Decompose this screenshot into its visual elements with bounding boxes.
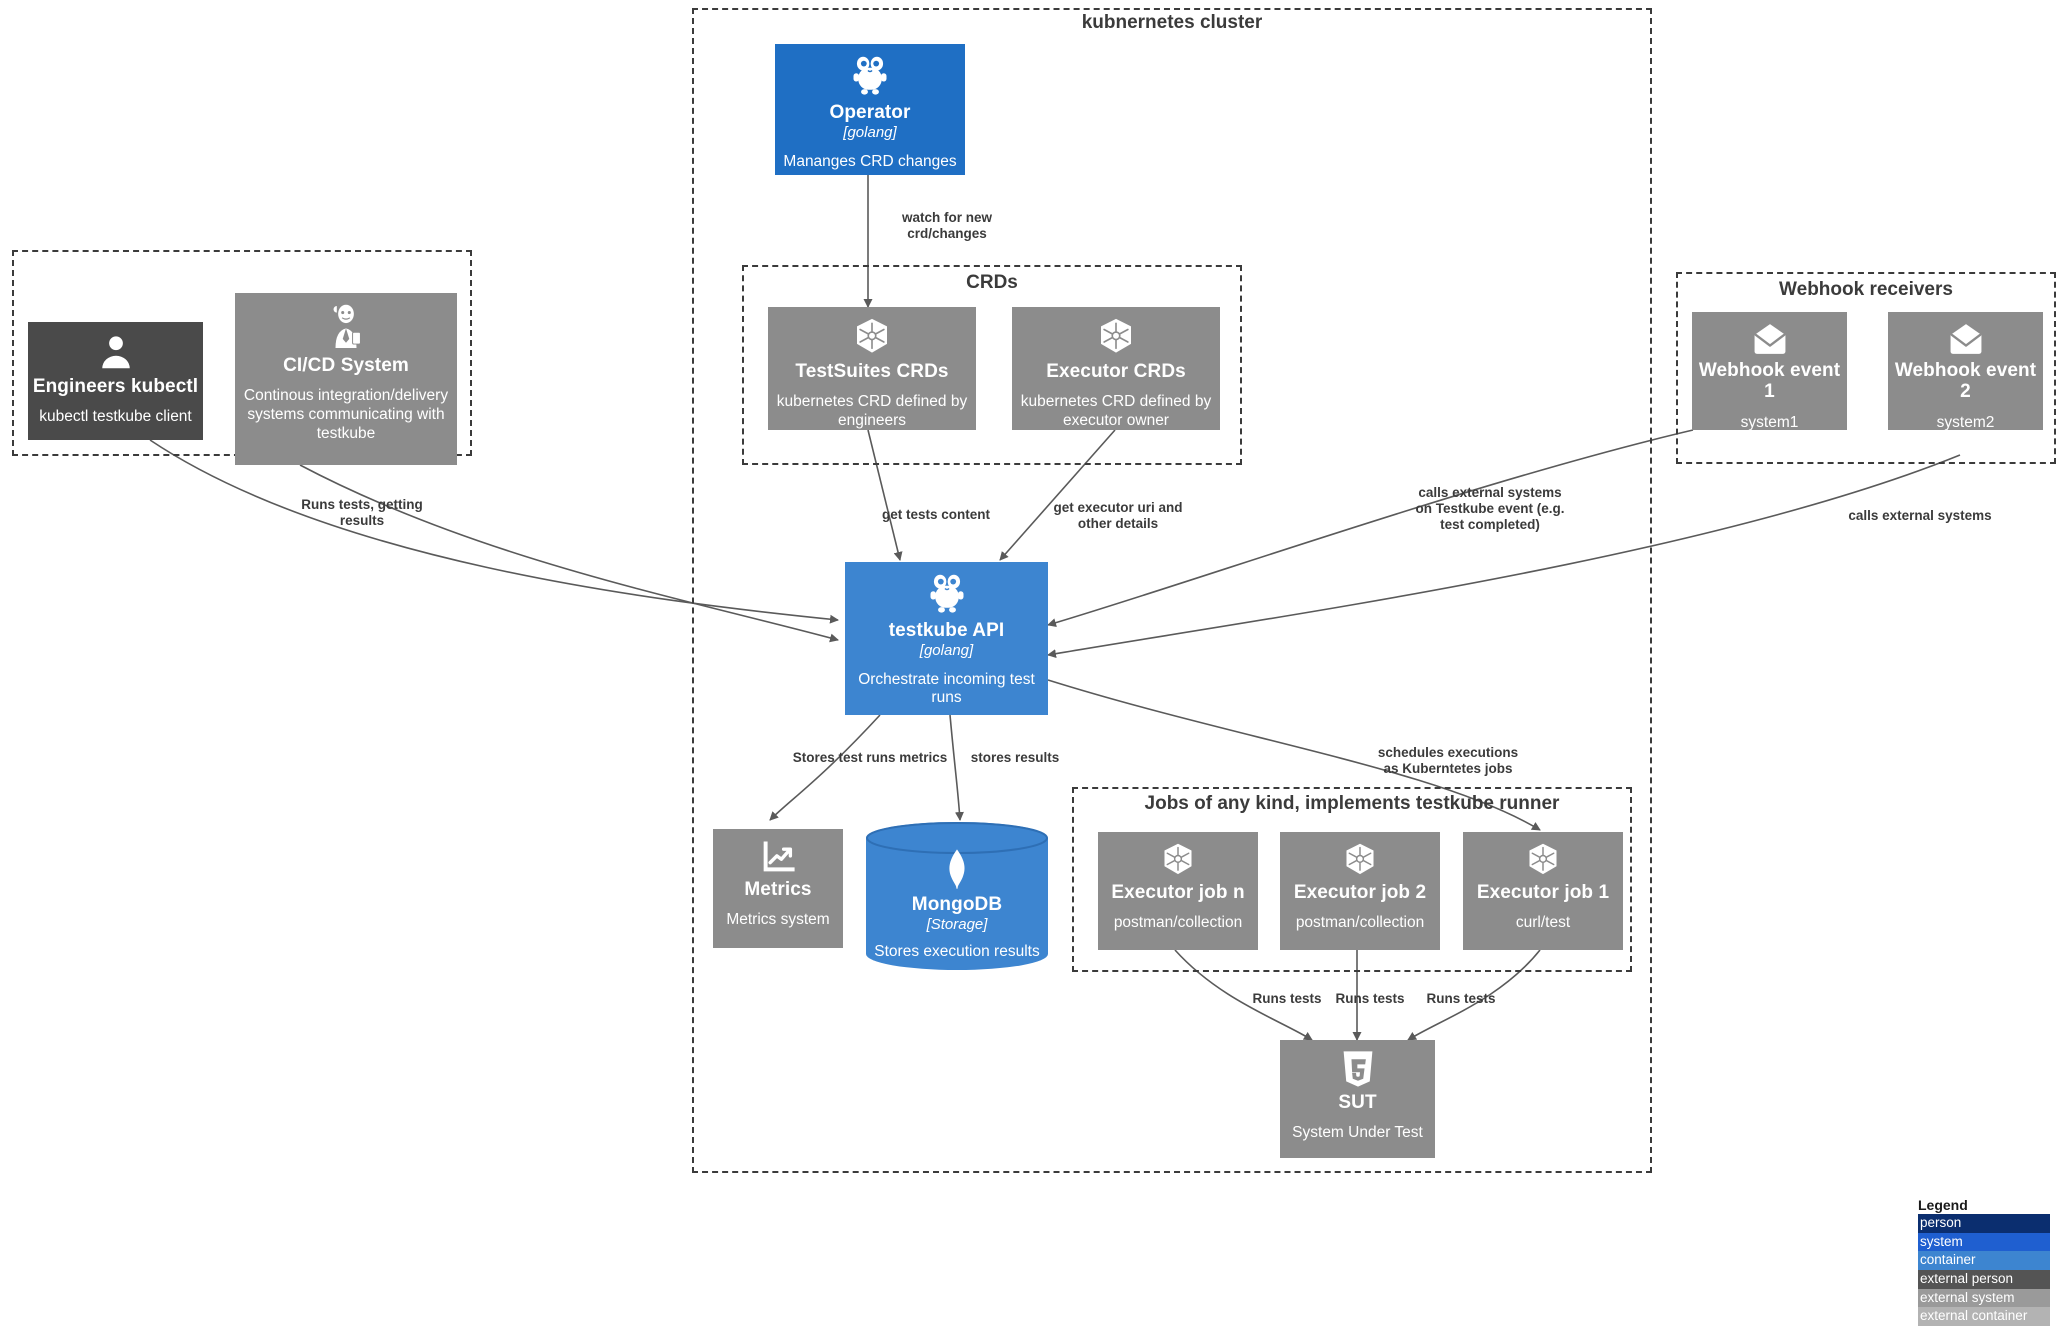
group-crds (742, 265, 1242, 465)
node-executor-crds[interactable]: Executor CRDs kubernetes CRD defined by … (1012, 307, 1220, 430)
node-mongodb[interactable]: MongoDB [Storage] Stores execution resul… (866, 822, 1048, 970)
node-title: Metrics (744, 879, 812, 900)
edge-label-runs-tests-1: Runs tests (1426, 991, 1496, 1006)
group-jobs (1072, 787, 1632, 972)
cylinder-shape (866, 822, 1048, 970)
person-icon (96, 332, 136, 372)
node-executor-job-2[interactable]: Executor job 2 postman/collection (1280, 832, 1440, 950)
group-jobs-label: Jobs of any kind, implements testkube ru… (1144, 793, 1560, 814)
legend-title: Legend (1918, 1197, 1968, 1213)
group-webhook-receivers-label: Webhook receivers (1779, 279, 1953, 300)
node-engineers-kubectl[interactable]: Engineers kubectl kubectl testkube clien… (28, 322, 203, 440)
legend: Legend person system container external … (1918, 1197, 2050, 1326)
node-title: SUT (1338, 1092, 1377, 1113)
node-tech: [golang] (919, 642, 974, 660)
kubernetes-icon (1525, 842, 1561, 878)
node-desc: curl/test (1515, 914, 1571, 932)
node-desc: Orchestrate incoming test runs (858, 670, 1035, 707)
node-title: Executor job 2 (1293, 882, 1427, 903)
node-webhook-event-2[interactable]: Webhook event 2 system2 (1888, 312, 2043, 430)
group-kubernetes-cluster-label: kubnernetes cluster (1081, 12, 1263, 33)
node-tech: [golang] (843, 124, 897, 142)
legend-item-system: system (1918, 1232, 2050, 1252)
node-title: Webhook event 1 (1698, 360, 1841, 403)
group-webhook-receivers (1676, 272, 2056, 464)
node-title: CI/CD System (283, 355, 409, 376)
node-desc: Stores execution results (874, 942, 1040, 960)
edge-label-get-tests: get tests content (881, 507, 990, 522)
node-desc: system2 (1936, 413, 1995, 430)
node-desc: Continous integration/delivery systems c… (243, 387, 449, 443)
edge-label-runs-tests-n: Runs tests (1252, 991, 1322, 1006)
node-desc: system1 (1740, 413, 1799, 430)
node-webhook-event-1[interactable]: Webhook event 1 system1 (1692, 312, 1847, 430)
node-executor-job-n[interactable]: Executor job n postman/collection (1098, 832, 1258, 950)
node-sut[interactable]: SUT System Under Test (1280, 1040, 1435, 1158)
group-crds-label: CRDs (966, 272, 1018, 293)
gopher-icon (925, 572, 969, 616)
group-kubernetes-cluster (692, 8, 1652, 1173)
node-title: Operator (829, 102, 911, 123)
node-desc: kubectl testkube client (39, 408, 192, 426)
node-testkube-api[interactable]: testkube API [golang] Orchestrate incomi… (845, 562, 1048, 715)
edge-label-calls-ext: calls external systems (1848, 508, 1992, 523)
kubernetes-icon (1160, 842, 1196, 878)
node-title: TestSuites CRDs (795, 361, 949, 382)
edge-label-runs-tests-2: Runs tests (1335, 991, 1405, 1006)
legend-item-person: person (1918, 1214, 2050, 1233)
node-executor-job-1[interactable]: Executor job 1 curl/test (1463, 832, 1623, 950)
edge-label-schedules: schedules executions as Kuberntetes jobs (1377, 745, 1519, 776)
legend-item-external-person: external person (1918, 1269, 2050, 1289)
kubernetes-icon (852, 317, 892, 357)
envelope-icon (1751, 322, 1789, 356)
node-title: Executor CRDs (1046, 361, 1186, 382)
envelope-icon (1947, 322, 1985, 356)
node-cicd-system[interactable]: CI/CD System Continous integration/deliv… (235, 293, 457, 465)
node-testsuites-crds[interactable]: TestSuites CRDs kubernetes CRD defined b… (768, 307, 976, 430)
legend-item-container: container (1918, 1251, 2050, 1270)
legend-item-external-system: external system (1918, 1288, 2050, 1308)
node-title: MongoDB (911, 894, 1003, 915)
node-desc: Mananges CRD changes (783, 152, 957, 170)
kubernetes-icon (1096, 317, 1136, 357)
edge-label-calls-ext-event: calls external systems on Testkube event… (1415, 485, 1565, 532)
node-desc: postman/collection (1295, 914, 1425, 932)
edge-label-watch-crd: watch for new crd/changes (901, 210, 992, 241)
node-desc: postman/collection (1113, 914, 1243, 932)
kubernetes-icon (1342, 842, 1378, 878)
node-title: Executor job n (1111, 882, 1245, 903)
gopher-icon (848, 54, 892, 98)
node-desc: Metrics system (726, 911, 830, 929)
mongodb-leaf-icon (943, 848, 971, 890)
edge-label-stores-results: stores results (970, 750, 1060, 765)
node-tech: [Storage] (926, 916, 988, 934)
node-title: Executor job 1 (1476, 882, 1610, 903)
chart-line-icon (760, 839, 796, 875)
node-title: Webhook event 2 (1894, 360, 2037, 403)
edge-label-stores-metrics: Stores test runs metrics (792, 750, 948, 765)
node-title: testkube API (888, 620, 1005, 641)
node-metrics[interactable]: Metrics Metrics system (713, 829, 843, 948)
html5-shield-icon (1341, 1050, 1375, 1088)
edge-label-runs-tests-client: Runs tests, getting results (301, 497, 423, 528)
edge-label-get-executor-uri: get executor uri and other details (1053, 500, 1183, 531)
node-desc: kubernetes CRD defined by executor owner (1020, 393, 1212, 430)
jenkins-butler-icon (325, 303, 367, 351)
node-title: Engineers kubectl (32, 376, 199, 397)
node-desc: System Under Test (1292, 1124, 1423, 1142)
node-operator[interactable]: Operator [golang] Mananges CRD changes (775, 44, 965, 175)
node-desc: kubernetes CRD defined by engineers (776, 393, 968, 430)
legend-item-external-container: external container (1918, 1307, 2050, 1326)
